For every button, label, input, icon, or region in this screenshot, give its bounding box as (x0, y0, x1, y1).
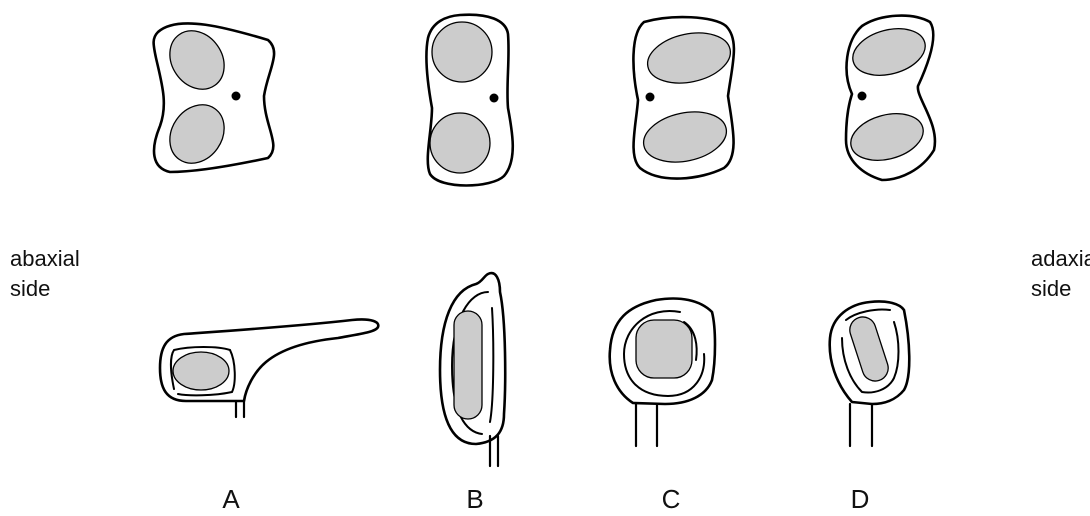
pollen-sac (454, 311, 482, 419)
pollen-sac (432, 22, 492, 82)
connective-dot (646, 93, 655, 102)
anther-a-top (154, 20, 274, 173)
pollen-sac (173, 352, 229, 390)
adaxial-label-line1: adaxial (1031, 244, 1090, 274)
anther-d-bottom (830, 301, 910, 446)
abaxial-label-line2: side (10, 274, 80, 304)
anther-b-bottom (440, 273, 505, 466)
adaxial-label-line2: side (1031, 274, 1090, 304)
anther-a-bottom (160, 319, 378, 417)
pollen-sac (636, 320, 692, 378)
connective-dot (490, 94, 499, 103)
column-label-c: C (651, 484, 691, 515)
abaxial-side-label: abaxial side (10, 244, 80, 304)
anther-d-top (846, 16, 935, 180)
column-label-b: B (455, 484, 495, 515)
filament (236, 401, 244, 417)
column-label-a: A (211, 484, 251, 515)
column-label-d: D (840, 484, 880, 515)
filament (850, 404, 872, 446)
filament (636, 404, 657, 446)
pollen-sac (430, 113, 490, 173)
abaxial-label-line1: abaxial (10, 244, 80, 274)
anther-c-bottom (610, 299, 715, 447)
adaxial-side-label: adaxial side (1031, 244, 1090, 304)
connective-dot (858, 92, 867, 101)
anther-b-top (426, 15, 512, 186)
anther-c-top (633, 17, 735, 178)
connective-dot (232, 92, 241, 101)
